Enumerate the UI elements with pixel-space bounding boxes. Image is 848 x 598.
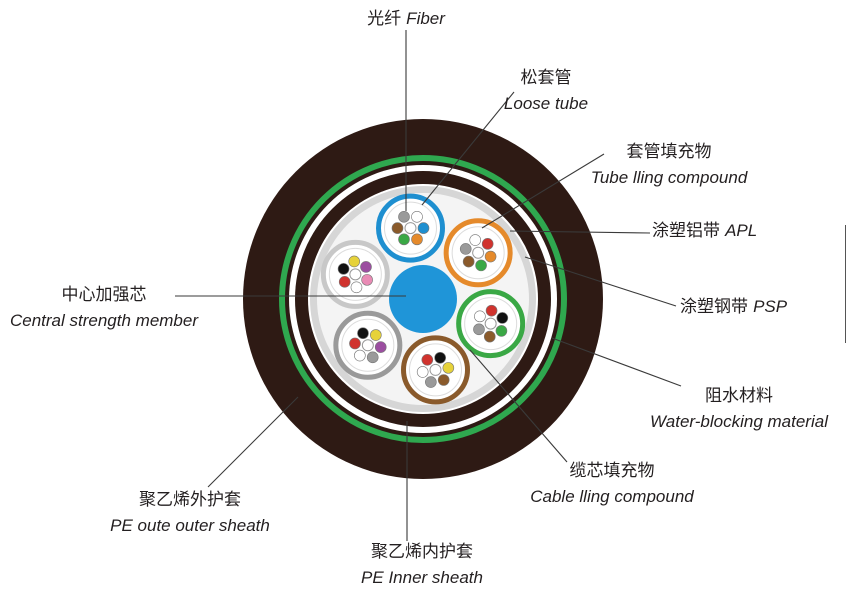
tube-green	[456, 289, 526, 359]
fiber	[484, 250, 497, 263]
fiber	[481, 238, 494, 250]
label-psp: 涂塑钢带 PSP	[680, 298, 787, 316]
fiber	[350, 281, 363, 294]
label-tube-filling-en: Tube lling compound	[590, 168, 748, 187]
fiber	[366, 351, 379, 364]
fiber	[495, 325, 508, 337]
tube-orange	[443, 218, 513, 288]
psp-steel-tape	[279, 155, 567, 443]
label-inner-sheath-en: PE Inner sheath	[361, 568, 483, 587]
label-fiber: 光纤 Fiber	[367, 10, 445, 28]
label-cable-filling-en: Cable lling compound	[530, 487, 694, 506]
fiber	[398, 233, 410, 246]
label-outer-sheath: 聚乙烯外护套 PE oute outer sheath	[110, 490, 270, 535]
fiber	[374, 341, 387, 353]
label-water-blocking-en: Water-blocking material	[650, 412, 828, 431]
fiber	[462, 255, 475, 268]
fiber	[349, 268, 362, 281]
fiber	[361, 274, 373, 286]
fiber	[459, 243, 472, 255]
label-water-blocking-zh: 阻水材料	[704, 386, 773, 406]
fiber	[391, 222, 404, 234]
fiber	[469, 234, 482, 246]
fiber	[361, 339, 374, 352]
label-tube-filling-zh: 套管填充物	[626, 142, 712, 162]
fiber	[496, 312, 509, 324]
label-psp-en: PSP	[753, 297, 788, 316]
label-apl: 涂塑铝带 APL	[652, 222, 757, 240]
fiber	[474, 310, 486, 323]
fiber	[421, 354, 434, 366]
leader-tube-filling	[481, 153, 605, 229]
leader-apl	[509, 230, 651, 234]
fiber	[348, 255, 361, 268]
label-tube-filling: 套管填充物 Tube lling compound	[590, 142, 748, 187]
fiber	[357, 327, 369, 340]
label-outer-sheath-zh: 聚乙烯外护套	[138, 490, 241, 510]
fiber	[411, 233, 423, 246]
label-inner-sheath-zh: 聚乙烯内护套	[370, 542, 473, 562]
fiber	[354, 349, 366, 362]
label-apl-en: APL	[725, 221, 758, 240]
fiber	[483, 330, 496, 343]
fiber	[417, 222, 430, 234]
label-loose-tube: 松套管 Loose tube	[503, 68, 589, 113]
fiber	[437, 374, 450, 386]
fiber	[404, 222, 417, 235]
label-psp-zh: 涂塑钢带	[680, 297, 748, 317]
label-water-blocking: 阻水材料 Water-blocking material	[650, 386, 828, 431]
label-apl-zh: 涂塑铝带	[652, 221, 720, 241]
leader-loose-tube	[421, 91, 515, 206]
leader-water-blocking	[551, 337, 682, 387]
leader-cable-filling	[469, 349, 568, 463]
tube-blue	[375, 193, 445, 263]
label-cable-filling: 缆芯填充物 Cable lling compound	[530, 461, 694, 506]
fiber	[349, 337, 361, 350]
fiber	[484, 317, 497, 330]
label-strength-member: 中心加强芯 Central strength member	[9, 285, 199, 330]
fiber	[472, 246, 485, 259]
tube-grey	[333, 310, 403, 380]
fiber	[370, 329, 382, 341]
fiber	[411, 211, 423, 223]
tube-brown	[401, 335, 471, 405]
label-loose-tube-en: Loose tube	[503, 94, 589, 113]
fiber	[434, 351, 446, 364]
tube-white	[320, 239, 390, 309]
label-strength-member-en: Central strength member	[9, 311, 199, 330]
leader-psp	[524, 256, 677, 307]
label-fiber-en: Fiber	[406, 9, 445, 28]
label-cable-filling-zh: 缆芯填充物	[569, 461, 655, 481]
leader-outer-sheath	[207, 396, 299, 488]
right-edge-rule	[845, 225, 846, 343]
fiber	[425, 376, 437, 388]
fiber	[485, 304, 498, 317]
fiber	[473, 323, 485, 336]
fiber	[416, 366, 429, 378]
label-strength-member-zh: 中心加强芯	[61, 285, 147, 305]
fiber	[442, 362, 455, 374]
central-strength-member	[389, 265, 457, 333]
fiber	[398, 211, 410, 223]
fiber	[475, 259, 487, 272]
label-loose-tube-zh: 松套管	[520, 68, 572, 88]
fiber	[337, 263, 350, 275]
label-fiber-zh: 光纤	[367, 9, 402, 29]
fiber	[360, 261, 372, 273]
fiber	[338, 276, 351, 288]
label-outer-sheath-en: PE oute outer sheath	[110, 516, 270, 535]
label-inner-sheath: 聚乙烯内护套 PE Inner sheath	[361, 542, 483, 587]
fiber	[429, 363, 442, 376]
